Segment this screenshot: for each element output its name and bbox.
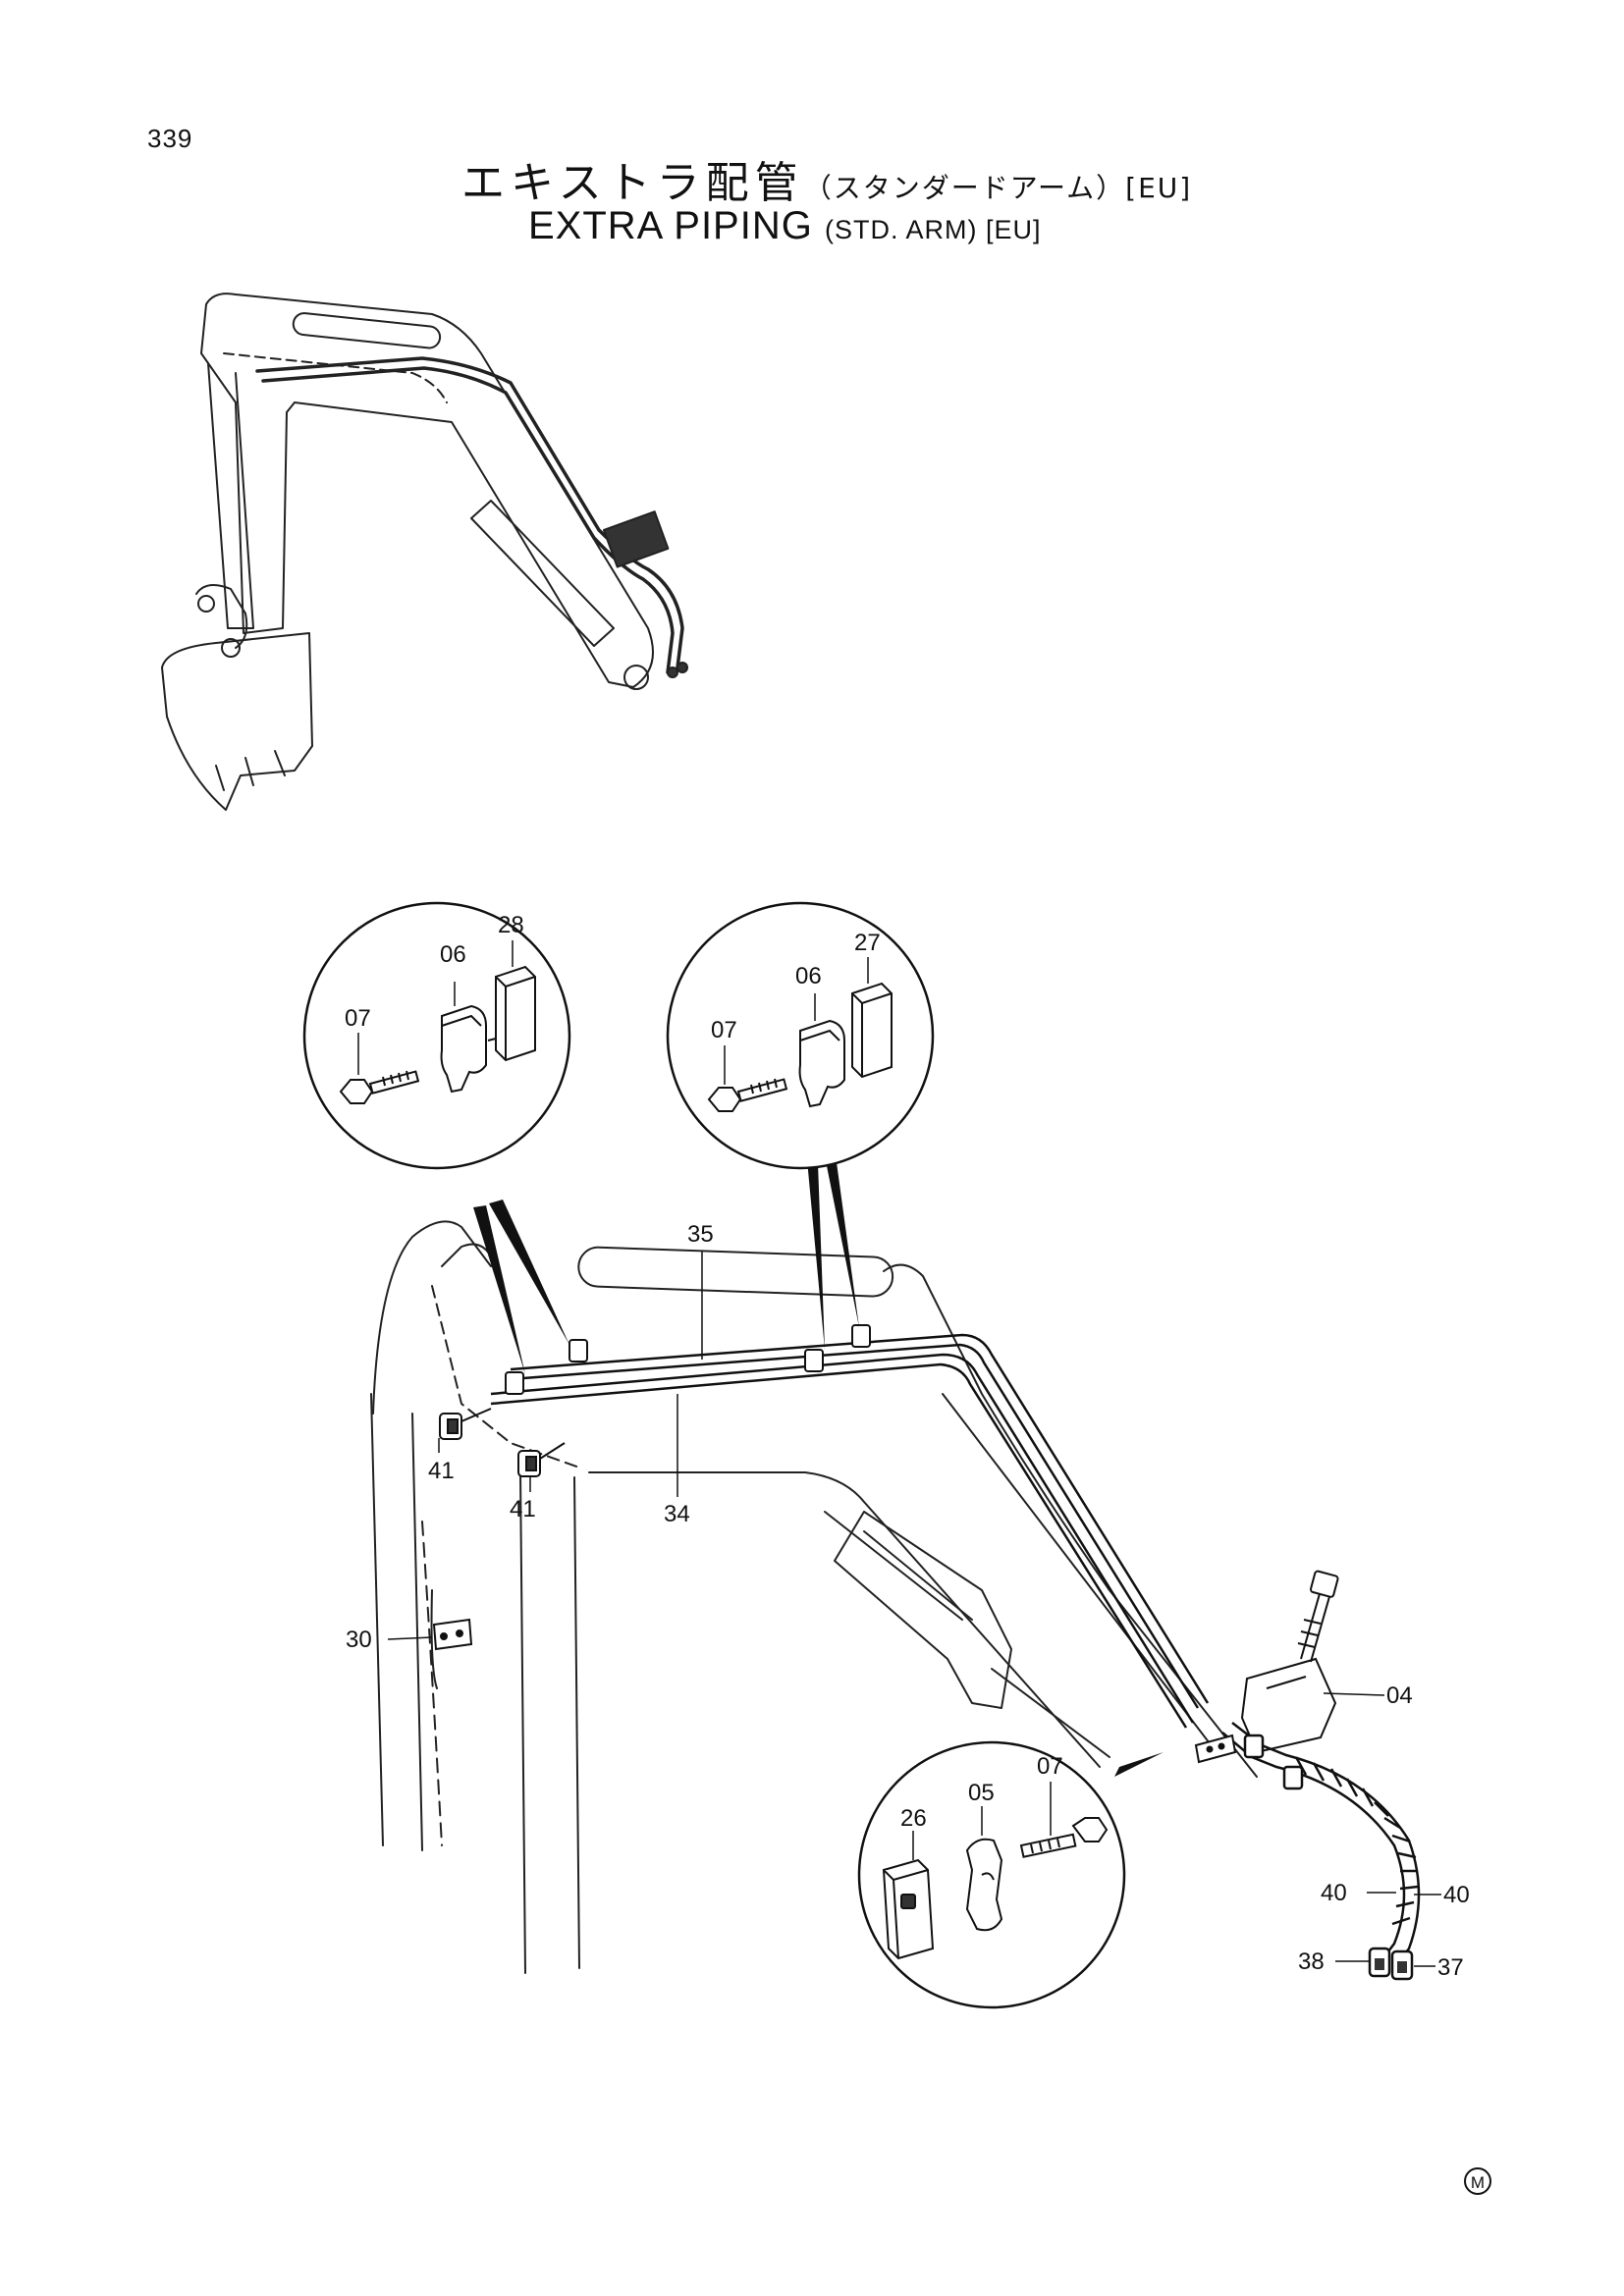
detail-middle-label-06: 06	[795, 963, 822, 989]
callout-35: 35	[687, 1221, 714, 1248]
callout-37: 37	[1437, 1954, 1464, 1981]
arm-cylinder	[834, 1511, 1012, 1709]
overview-pin	[623, 665, 649, 690]
small-plate	[1194, 1734, 1237, 1764]
manufacturer-mark-letter: M	[1471, 2173, 1485, 2192]
bolt-04	[1300, 1589, 1331, 1663]
detail-pointers	[473, 1134, 1164, 1777]
callout-41-lower: 41	[510, 1496, 536, 1522]
detail-middle-label-27: 27	[854, 930, 881, 956]
part-30-clamp	[432, 1618, 473, 1651]
overview-boom-cylinder	[292, 312, 442, 349]
overview-arm	[207, 362, 254, 629]
boom-lower-profile	[588, 1471, 1101, 1768]
detail-left-label-28: 28	[498, 912, 524, 938]
overview-valve-block	[603, 510, 670, 568]
detail-middle-label-07: 07	[711, 1017, 737, 1043]
overview-boom	[200, 293, 654, 688]
title-japanese-main: エキストラ配管	[461, 158, 804, 208]
page-number: 339	[147, 124, 193, 153]
overview-bucket	[161, 632, 313, 811]
overview-extra-piping	[255, 356, 684, 669]
extra-pipes	[490, 1333, 1210, 1729]
pipe-clamps	[505, 1324, 871, 1395]
callout-40-left: 40	[1321, 1880, 1347, 1906]
callout-40-right: 40	[1443, 1882, 1470, 1908]
callout-41-upper: 41	[428, 1458, 455, 1484]
manufacturer-mark: M	[1464, 2167, 1491, 2195]
detail-right-label-26: 26	[900, 1805, 927, 1832]
callout-30: 30	[346, 1627, 372, 1653]
callout-leaders	[387, 1252, 1441, 1967]
detail-circle-right: 26 05 07	[857, 1740, 1126, 2009]
part-04-bracket	[1240, 1570, 1339, 1754]
detail-circle-middle: 07 06 27	[666, 901, 935, 1170]
main-boom-illustration	[370, 1220, 1258, 1974]
boom-right-profile	[883, 1263, 1258, 1778]
detail-circle-left: 07 06 28	[302, 901, 571, 1170]
boom-cylinder	[577, 1246, 894, 1298]
pipe-34	[490, 1353, 1195, 1724]
pipe-35	[510, 1333, 1210, 1704]
title-english-sub: (STD. ARM) [EU]	[824, 215, 1042, 244]
title-english-main: EXTRA PIPING	[528, 204, 813, 247]
callout-38: 38	[1298, 1949, 1325, 1975]
title-english: EXTRA PIPING (STD. ARM) [EU]	[528, 204, 1412, 248]
detail-right-label-07: 07	[1037, 1753, 1063, 1780]
detail-left-label-06: 06	[440, 941, 466, 968]
overview-arm-cylinder	[470, 500, 615, 647]
fittings	[439, 1408, 566, 1477]
title-japanese: エキストラ配管（スタンダードアーム）[EU]	[461, 147, 1345, 210]
callout-04: 04	[1386, 1682, 1413, 1709]
hose-assembly	[1221, 1722, 1421, 1981]
title-japanese-sub: （スタンダードアーム）[EU]	[803, 172, 1193, 204]
detail-left-label-07: 07	[345, 1005, 371, 1032]
overview-excavator-illustration	[161, 293, 688, 811]
callout-34: 34	[664, 1501, 690, 1527]
boom-nose	[372, 1220, 492, 1415]
detail-right-label-05: 05	[968, 1780, 995, 1806]
